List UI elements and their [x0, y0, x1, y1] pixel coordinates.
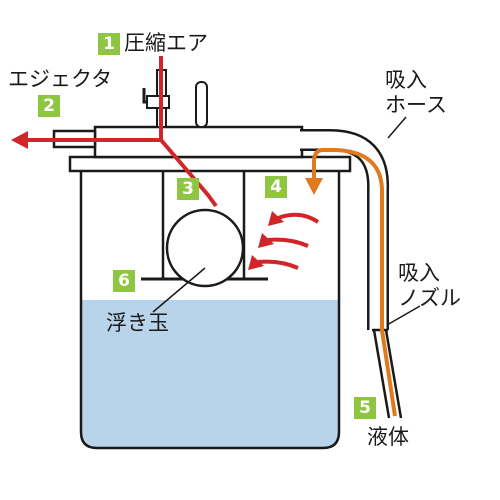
float-ball	[165, 208, 245, 288]
liquid-label: 液体	[367, 425, 409, 449]
step-badge-3: 3	[177, 178, 199, 200]
suction-nozzle	[372, 329, 403, 419]
step-badge-6: 6	[113, 270, 135, 292]
intake-flow-arrow	[312, 148, 397, 417]
gauge-post	[195, 81, 208, 128]
compressed-air-label: 圧縮エア	[124, 31, 208, 55]
vacuum-line	[159, 138, 218, 208]
suction-nozzle-label-line1: 吸入	[398, 261, 440, 285]
step-badge-2: 2	[38, 95, 60, 117]
suction-arrows	[257, 212, 320, 270]
liquid-fill	[81, 300, 339, 448]
suction-hose-label-line1: 吸入	[385, 68, 427, 92]
tank-rim	[68, 155, 352, 173]
step-badge-1: 1	[98, 33, 120, 55]
suction-hose-label-line2: ホース	[385, 93, 447, 117]
tank-body	[79, 170, 341, 450]
valve-body	[146, 95, 170, 109]
hose-leader	[387, 116, 407, 139]
suction-nozzle-label-line2: ノズル	[398, 286, 461, 310]
nozzle-leader	[386, 305, 421, 326]
step-badge-5: 5	[354, 397, 376, 419]
ejector-label: エジェクタ	[8, 67, 113, 91]
step-badge-4: 4	[265, 176, 287, 198]
float-leader	[152, 267, 206, 313]
float-ball-label: 浮き玉	[106, 311, 169, 335]
